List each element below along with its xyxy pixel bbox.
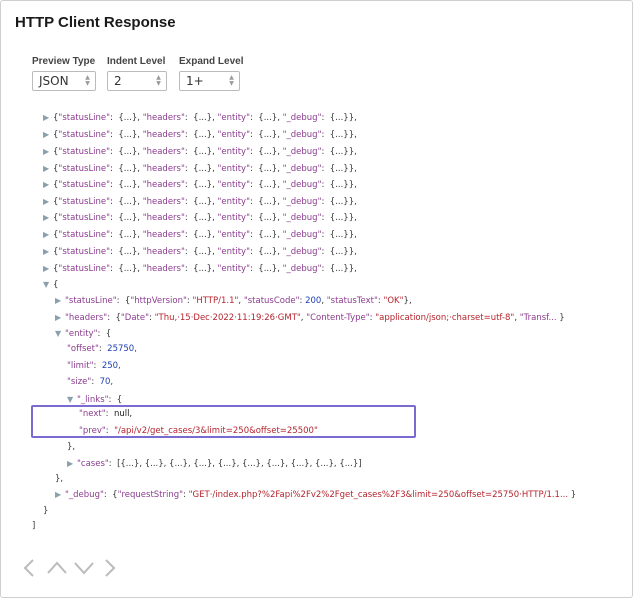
expand-triangle-icon[interactable]: ▶	[55, 296, 62, 305]
tree-row-collapsed-item[interactable]: ▶{"statusLine": {...}, "headers": {...},…	[43, 176, 357, 193]
expand-level-value: 1+	[186, 74, 204, 88]
tree-row-collapsed-item[interactable]: ▶{"statusLine": {...}, "headers": {...},…	[43, 143, 357, 160]
chevron-left-icon[interactable]	[21, 558, 39, 578]
expand-triangle-icon[interactable]: ▶	[43, 130, 50, 139]
spinner-arrows-icon: ▲▼	[229, 74, 234, 87]
expand-triangle-icon[interactable]: ▶	[43, 264, 50, 273]
chevron-right-icon[interactable]	[101, 558, 119, 578]
chevron-up-icon[interactable]	[46, 558, 68, 578]
tree-row-collapsed-item[interactable]: ▶{"statusLine": {...}, "headers": {...},…	[43, 260, 357, 277]
panel-title: HTTP Client Response	[15, 14, 176, 31]
tree-row-links-close: },	[67, 442, 76, 452]
expand-triangle-icon[interactable]: ▶	[55, 490, 62, 499]
tree-row-entity[interactable]: ▼"entity": {	[55, 325, 111, 342]
collapse-triangle-icon[interactable]: ▼	[67, 395, 74, 404]
tree-row-statusline[interactable]: ▶"statusLine": {"httpVersion": "HTTP/1.1…	[55, 292, 412, 309]
tree-row-expanded-item[interactable]: ▼{	[43, 276, 58, 293]
expand-triangle-icon[interactable]: ▶	[67, 459, 74, 468]
tree-row-links[interactable]: ▼"_links": {	[67, 391, 122, 408]
tree-row-headers[interactable]: ▶"headers": {"Date": "Thu,·15·Dec·2022·1…	[55, 309, 565, 326]
tree-row-collapsed-item[interactable]: ▶{"statusLine": {...}, "headers": {...},…	[43, 126, 357, 143]
tree-row-collapsed-item[interactable]: ▶{"statusLine": {...}, "headers": {...},…	[43, 209, 357, 226]
expand-triangle-icon[interactable]: ▶	[43, 180, 50, 189]
tree-row-object-close: }	[43, 506, 49, 516]
indent-level-select[interactable]: 2 ▲▼	[107, 71, 167, 91]
expand-triangle-icon[interactable]: ▶	[55, 313, 62, 322]
collapse-triangle-icon[interactable]: ▼	[55, 329, 62, 338]
tree-row-array-close: ]	[32, 521, 36, 531]
tree-row-collapsed-item[interactable]: ▶{"statusLine": {...}, "headers": {...},…	[43, 243, 357, 260]
preview-type-select[interactable]: JSON ▲▼	[32, 71, 96, 91]
tree-row-size: "size": 70,	[67, 377, 114, 387]
chevron-down-icon[interactable]	[73, 558, 95, 578]
spinner-arrows-icon: ▲▼	[156, 74, 161, 87]
indent-level-control: Indent Level 2 ▲▼	[107, 56, 167, 91]
tree-row-offset: "offset": 25750,	[67, 344, 137, 354]
tree-row-cases[interactable]: ▶"cases": [{...}, {...}, {...}, {...}, {…	[67, 455, 362, 472]
expand-triangle-icon[interactable]: ▶	[43, 247, 50, 256]
expand-level-select[interactable]: 1+ ▲▼	[179, 71, 240, 91]
tree-row-collapsed-item[interactable]: ▶{"statusLine": {...}, "headers": {...},…	[43, 109, 357, 126]
tree-row-next: "next": null,	[79, 409, 133, 419]
expand-level-control: Expand Level 1+ ▲▼	[179, 56, 243, 91]
expand-triangle-icon[interactable]: ▶	[43, 147, 50, 156]
expand-triangle-icon[interactable]: ▶	[43, 164, 50, 173]
tree-row-collapsed-item[interactable]: ▶{"statusLine": {...}, "headers": {...},…	[43, 160, 357, 177]
tree-row-prev: "prev": "/api/v2/get_cases/3&limit=250&o…	[79, 426, 318, 436]
expand-triangle-icon[interactable]: ▶	[43, 230, 50, 239]
tree-row-collapsed-item[interactable]: ▶{"statusLine": {...}, "headers": {...},…	[43, 226, 357, 243]
tree-row-debug[interactable]: ▶"_debug": {"requestString": "GET·/index…	[55, 486, 576, 503]
indent-level-label: Indent Level	[107, 56, 166, 67]
tree-row-collapsed-item[interactable]: ▶{"statusLine": {...}, "headers": {...},…	[43, 193, 357, 210]
expand-triangle-icon[interactable]: ▶	[43, 113, 50, 122]
indent-level-value: 2	[114, 74, 122, 88]
spinner-arrows-icon: ▲▼	[85, 74, 90, 87]
preview-type-label: Preview Type	[32, 56, 96, 67]
preview-type-control: Preview Type JSON ▲▼	[32, 56, 96, 91]
expand-triangle-icon[interactable]: ▶	[43, 197, 50, 206]
tree-row-entity-close: },	[55, 474, 64, 484]
expand-triangle-icon[interactable]: ▶	[43, 213, 50, 222]
preview-type-value: JSON	[39, 74, 69, 88]
tree-row-limit: "limit": 250,	[67, 361, 121, 371]
expand-level-label: Expand Level	[179, 56, 244, 67]
collapse-triangle-icon[interactable]: ▼	[43, 280, 50, 289]
